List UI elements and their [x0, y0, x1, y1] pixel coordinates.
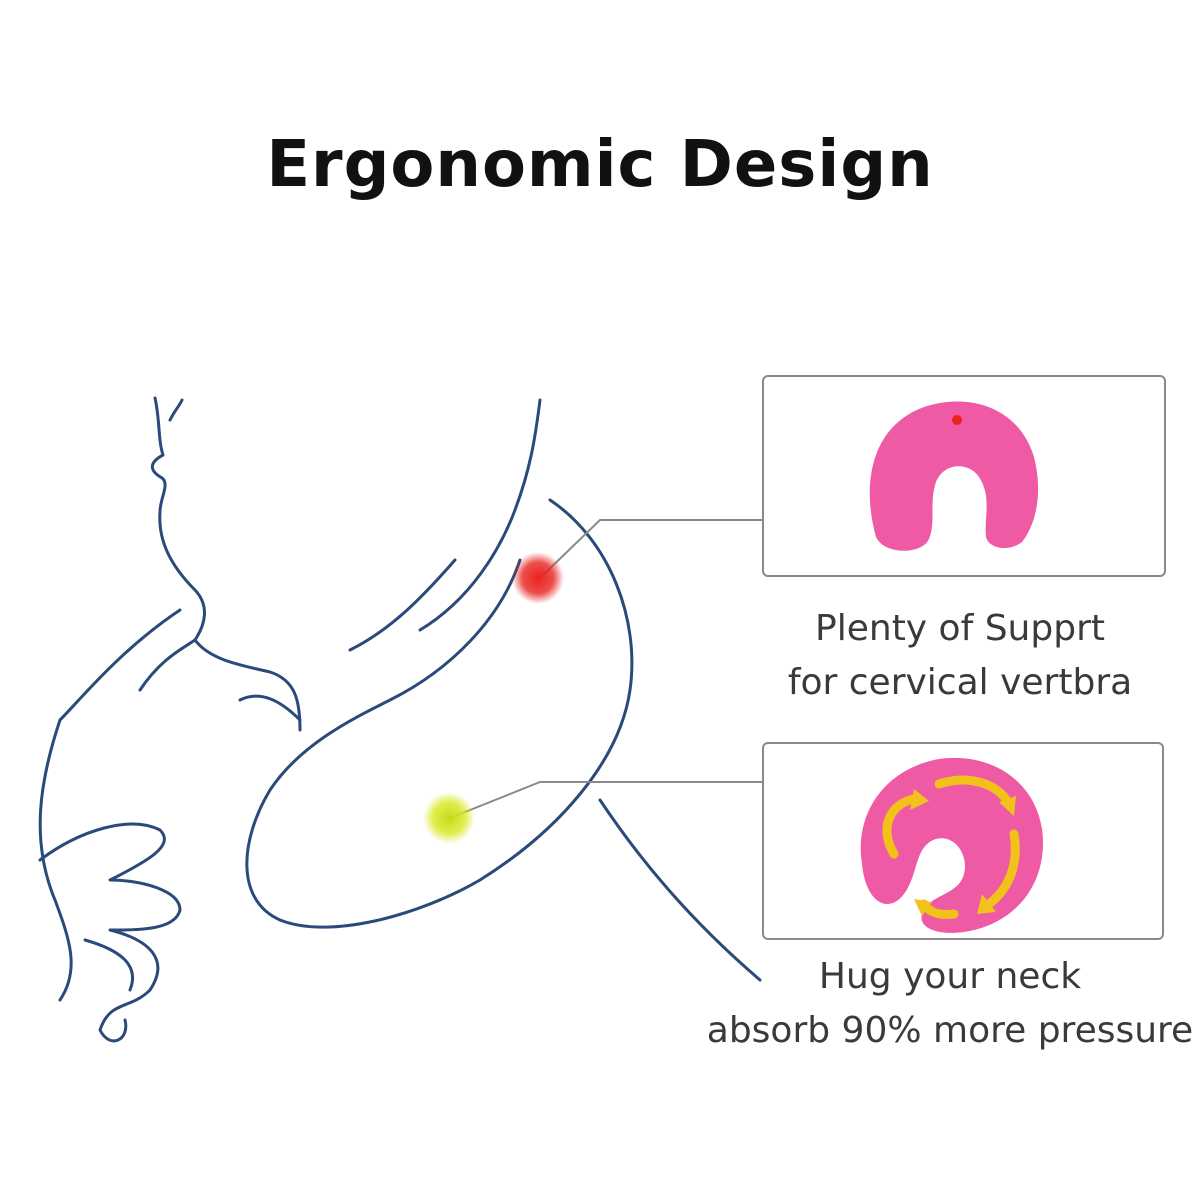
- pillow-outline: [245, 498, 634, 929]
- chin-line: [138, 638, 197, 692]
- callout-panel-support: [762, 375, 1166, 577]
- shoulder-line: [598, 798, 762, 982]
- connector-line-top: [539, 519, 762, 579]
- red-support-marker: [512, 552, 564, 604]
- yellow-pressure-marker: [423, 792, 475, 844]
- hand-outline: [38, 822, 182, 1043]
- arm-outline: [38, 718, 73, 1002]
- pillow-side-line: [58, 608, 182, 722]
- nose-line: [168, 398, 184, 422]
- pink-u-pillow-with-arrows-icon: [860, 757, 1044, 933]
- caption-line: Plenty of Supprt: [815, 608, 1105, 649]
- arrow-right: [984, 829, 1020, 909]
- connector-line-bottom: [449, 781, 762, 819]
- arrow-top: [934, 775, 1014, 809]
- callout-caption-support: Plenty of Supprt for cervical vertbra: [760, 602, 1160, 710]
- page-title: Ergonomic Design: [266, 128, 934, 202]
- callout-caption-pressure: Hug your neck absorb 90% more pressure: [690, 950, 1200, 1058]
- pillow-inner-line: [238, 694, 302, 722]
- pink-u-pillow-icon: [869, 401, 1039, 551]
- finger-line: [83, 938, 135, 992]
- caption-line: for cervical vertbra: [787, 662, 1133, 703]
- callout-panel-pressure: [762, 742, 1164, 940]
- ear-line: [348, 558, 457, 652]
- back-of-neck: [418, 398, 542, 632]
- face-outline: [150, 396, 302, 732]
- arrow-left: [882, 794, 919, 859]
- caption-line: Hug your neck: [818, 956, 1082, 997]
- caption-line: absorb 90% more pressure: [706, 1010, 1194, 1051]
